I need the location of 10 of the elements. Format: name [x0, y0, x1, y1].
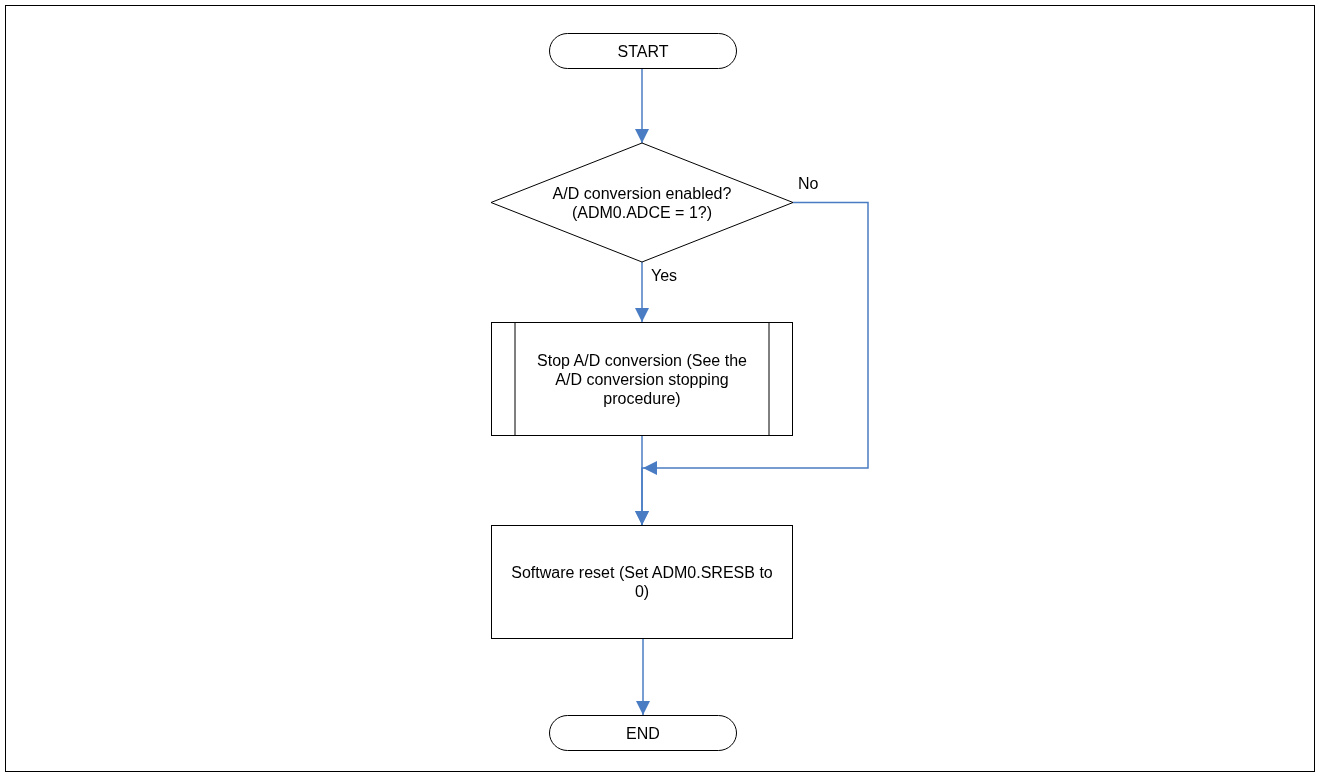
decision-diamond [491, 143, 793, 262]
node-text: START [617, 41, 669, 61]
node-text: END [626, 723, 660, 743]
terminal-shape [549, 715, 737, 751]
node-text: A/D conversion enabled? (ADM0.ADCE = 1?) [551, 183, 733, 222]
node-text: Stop A/D conversion (See the A/D conversion stopping procedure) [536, 350, 748, 408]
terminal-shape [549, 33, 737, 69]
predefined-process-box [491, 322, 793, 436]
process-box [491, 525, 793, 639]
node-text: Software reset (Set ADM0.SRESB to 0) [510, 563, 774, 601]
